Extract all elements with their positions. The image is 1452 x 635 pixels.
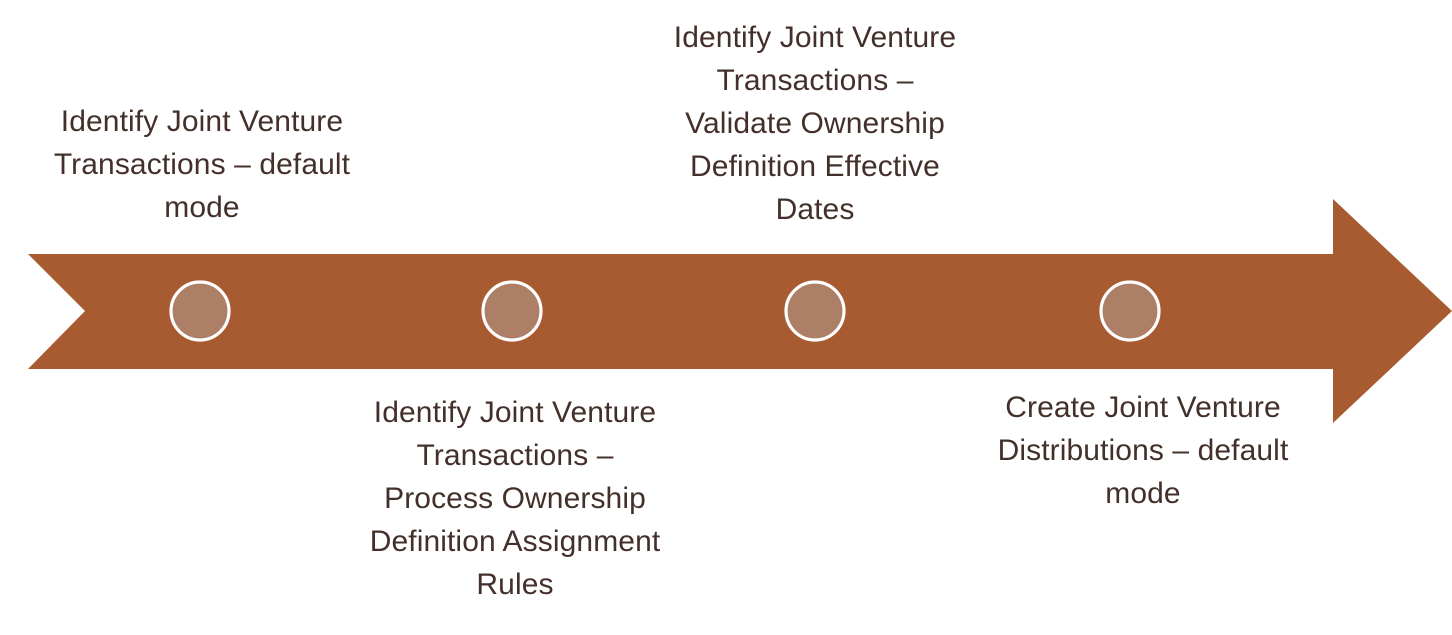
step-label-2: Identify Joint Venture Transactions – Pr…: [369, 396, 661, 601]
step-label-3: Identify Joint Venture Transactions – Va…: [673, 21, 957, 226]
milestone-marker-4[interactable]: [1099, 280, 1161, 342]
milestone-marker-3[interactable]: [784, 280, 846, 342]
step-label-4: Create Joint Venture Distributions – def…: [997, 391, 1289, 510]
milestone-marker-2[interactable]: [481, 280, 543, 342]
arrow-shape: [28, 199, 1452, 423]
milestone-marker-1[interactable]: [169, 280, 231, 342]
step-label-1: Identify Joint Venture Transactions – de…: [53, 105, 351, 224]
